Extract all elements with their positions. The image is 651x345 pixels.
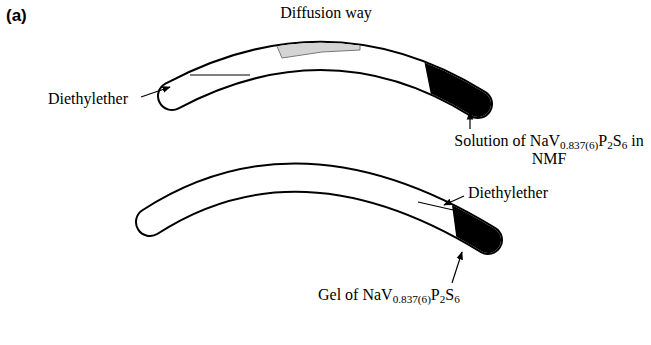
diagram-heading: Diffusion way — [280, 4, 372, 22]
part-label: Diethylether — [468, 184, 548, 202]
leader-arrow — [452, 252, 462, 283]
part-label: Solution of NaV0.837(6)P2S6 in NMF — [452, 132, 646, 169]
crystal-band — [270, 30, 360, 58]
tube-interior — [150, 178, 488, 240]
leader-arrow — [444, 196, 464, 205]
tube-wall — [150, 178, 488, 240]
liquid-level — [190, 74, 250, 75]
part-label: Diethylether — [48, 90, 128, 108]
gel-fill — [450, 190, 530, 280]
leader-arrow — [469, 112, 470, 129]
part-label: Gel of NaV0.837(6)P2S6 — [318, 286, 460, 304]
panel-letter: (a) — [6, 6, 27, 26]
leader-arrow — [141, 87, 170, 97]
